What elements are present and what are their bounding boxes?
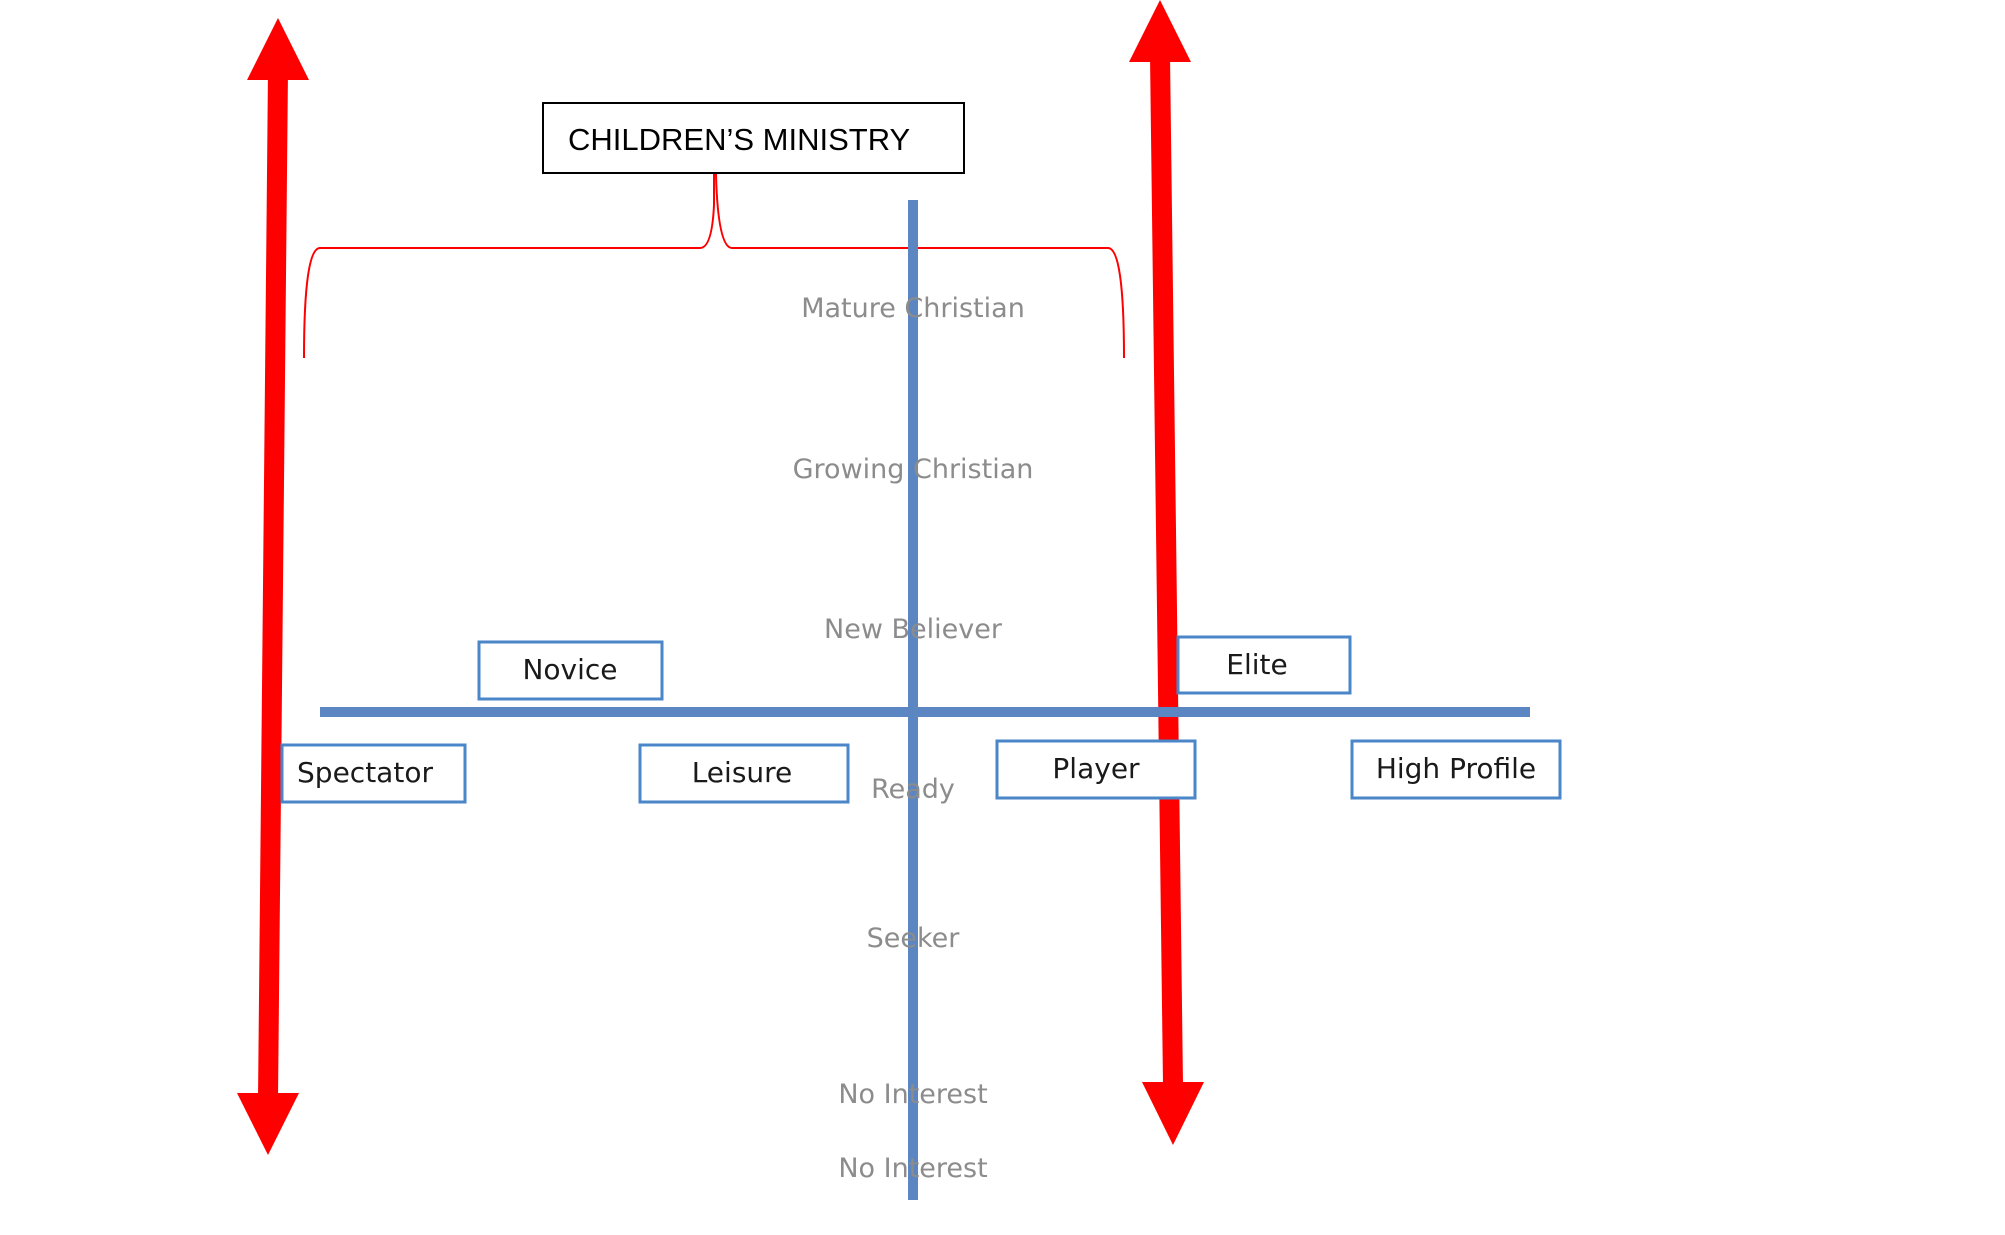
box-leisure-label: Leisure bbox=[692, 756, 793, 789]
axis-label-new-believer: New Believer bbox=[824, 614, 1003, 645]
left-double-arrow bbox=[237, 18, 309, 1155]
axis-label-mature-christian: Mature Christian bbox=[801, 293, 1025, 324]
box-novice: Novice bbox=[477, 640, 664, 701]
box-high-profile: High Profile bbox=[1350, 739, 1562, 800]
axis-label-seeker: Seeker bbox=[867, 923, 961, 954]
right-double-arrow bbox=[1129, 0, 1204, 1145]
axis-label-no-interest-bottom: No Interest bbox=[838, 1153, 987, 1184]
title-text: CHILDREN’S MINISTRY bbox=[568, 122, 910, 157]
box-elite: Elite bbox=[1176, 635, 1352, 695]
box-elite-label: Elite bbox=[1226, 648, 1287, 681]
box-high-profile-label: High Profile bbox=[1376, 752, 1536, 785]
box-player-label: Player bbox=[1052, 752, 1140, 785]
box-spectator-label: Spectator bbox=[297, 756, 433, 789]
axis-label-no-interest: No Interest bbox=[838, 1079, 987, 1110]
axis-label-growing-christian: Growing Christian bbox=[793, 454, 1034, 485]
ministry-bracket bbox=[303, 174, 1125, 359]
box-leisure: Leisure bbox=[638, 743, 850, 804]
axis-label-ready: Ready bbox=[871, 774, 955, 805]
box-player: Player bbox=[995, 739, 1197, 800]
title-box bbox=[542, 102, 965, 174]
box-spectator: Spectator bbox=[280, 743, 467, 804]
box-novice-label: Novice bbox=[522, 653, 617, 686]
